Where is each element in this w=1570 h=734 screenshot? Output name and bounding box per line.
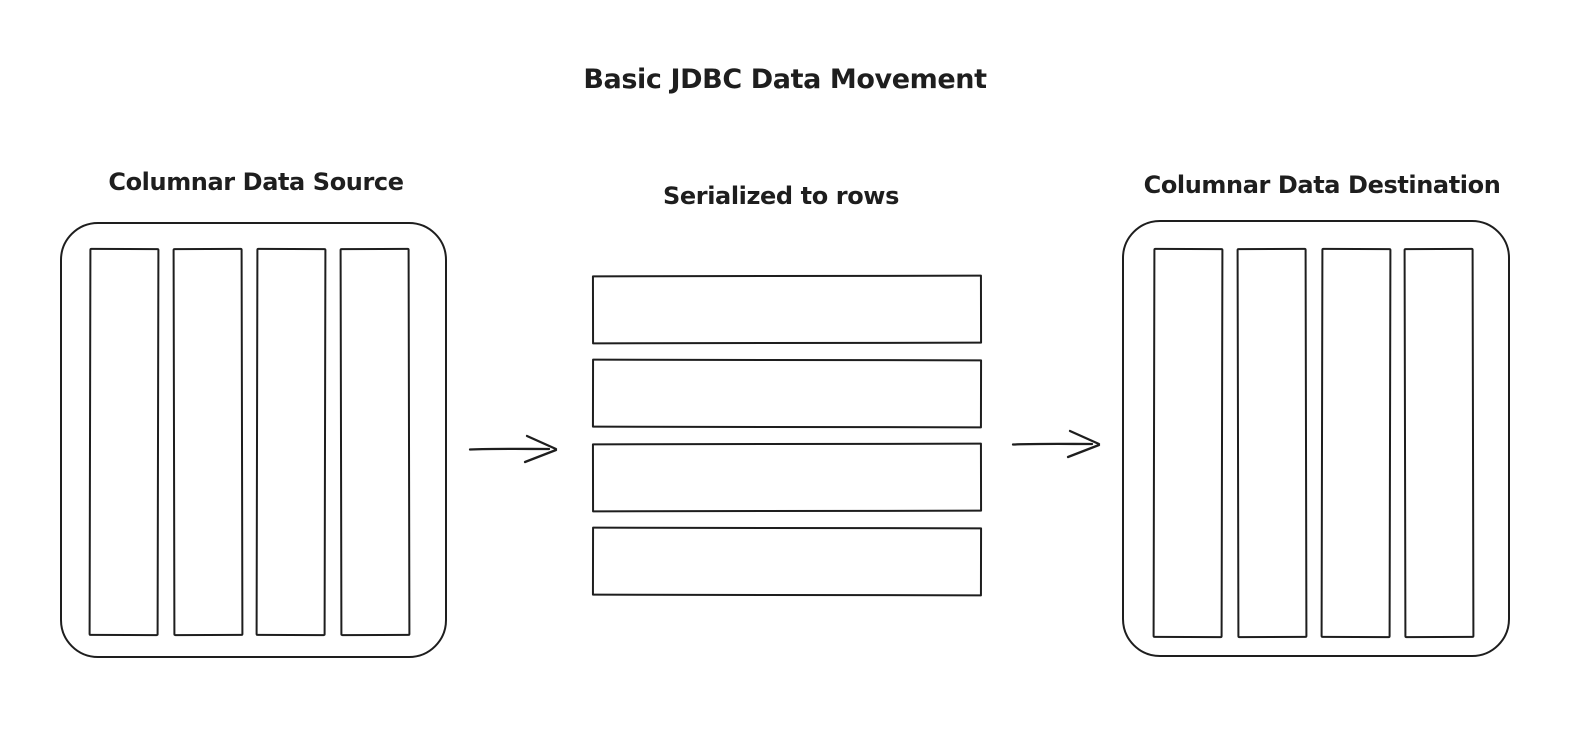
destination-column (1152, 247, 1224, 639)
destination-column (1236, 247, 1307, 639)
serialized-row (591, 526, 983, 597)
source-column (255, 247, 326, 637)
arrow-right-source-to-serialized-icon (468, 434, 558, 464)
source-column (88, 247, 159, 637)
serialized-row (591, 274, 983, 345)
source-container (60, 222, 447, 658)
source-label: Columnar Data Source (108, 168, 404, 196)
serialized-label: Serialized to rows (663, 182, 899, 210)
destination-column (1403, 247, 1475, 639)
arrow-right-serialized-to-destination-icon (1011, 429, 1101, 459)
source-column (339, 247, 410, 637)
diagram-title: Basic JDBC Data Movement (583, 64, 987, 95)
destination-label: Columnar Data Destination (1143, 171, 1501, 199)
destination-container (1122, 220, 1510, 657)
serialized-row (591, 358, 983, 429)
destination-column (1320, 247, 1391, 639)
serialized-rows (591, 274, 983, 597)
serialized-row (591, 442, 983, 513)
source-column (172, 247, 243, 637)
